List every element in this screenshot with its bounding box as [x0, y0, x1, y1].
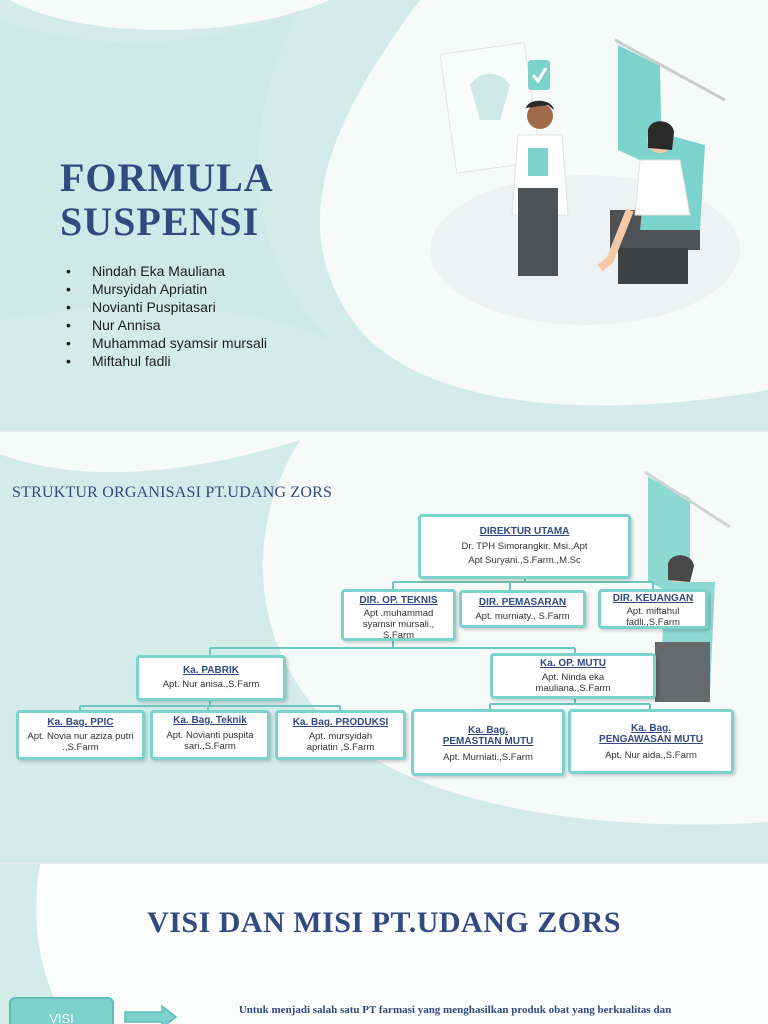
org-box-dir-pemasaran: DIR. PEMASARAN Apt. murniaty., S.Farm [459, 590, 586, 628]
background-wave [0, 864, 70, 1024]
visi-misi-title: VISI DAN MISI PT.UDANG ZORS [147, 906, 621, 939]
org-box-direktur-utama: DIREKTUR UTAMA Dr. TPH Simorangkir. Msi.… [418, 514, 631, 579]
org-box-title: DIR. KEUANGAN [612, 593, 694, 604]
org-box-ka-bag-ppic: Ka. Bag. PPIC Apt. Novia nur aziza putri… [16, 710, 145, 760]
list-item: Nindah Eka Mauliana [66, 262, 267, 280]
slide-visi-misi: VISI DAN MISI PT.UDANG ZORS VISI Untuk m… [0, 864, 768, 1024]
list-item: Mursyidah Apriatin [66, 280, 267, 298]
org-box-name: Dr. TPH Simorangkir. Msi.,Apt [461, 541, 588, 552]
org-box-name: Apt .muhammad syamsir mursali., S.Farm [362, 608, 435, 641]
org-box-name: Apt. murniaty., S.Farm [475, 611, 570, 622]
org-box-name: Apt. Ninda eka mauliana.,S.Farm [535, 672, 611, 694]
org-box-title: Ka. Bag. PRODUKSI [292, 717, 389, 728]
org-box-title: DIR. PEMASARAN [478, 597, 567, 608]
org-chart-title: STRUKTUR ORGANISASI PT.UDANG ZORS [12, 484, 333, 501]
org-box-ka-bag-pemastian-mutu: Ka. Bag. PEMASTIAN MUTU Apt. Murniati.,S… [411, 709, 565, 776]
org-box-title: Ka. Bag. PPIC [47, 717, 114, 728]
list-item: Muhammad syamsir mursali [66, 334, 267, 352]
org-box-name: Apt. Novia nur aziza putri .,S.Farm [27, 731, 134, 753]
org-box-dir-op-teknis: DIR. OP. TEKNIS Apt .muhammad syamsir mu… [341, 589, 456, 641]
org-box-title: DIR. OP. TEKNIS [359, 595, 438, 606]
check-icon [528, 60, 550, 90]
visi-statement: Untuk menjadi salah satu PT farmasi yang… [238, 1004, 672, 1016]
slide-title: FORMULA SUSPENSI Nindah Eka Mauliana Mur… [0, 0, 768, 432]
arrow-right-icon [124, 1004, 178, 1024]
visi-label-box: VISI [9, 997, 114, 1024]
org-box-title: Ka. PABRIK [183, 665, 239, 676]
list-item: Miftahul fadli [66, 352, 267, 370]
patient-figure [597, 121, 691, 272]
org-box-ka-bag-teknik: Ka. Bag. Teknik Apt. Novianti puspita sa… [150, 710, 270, 760]
doctor-patient-illustration [430, 38, 740, 325]
member-list: Nindah Eka Mauliana Mursyidah Apriatin N… [66, 262, 267, 370]
title-line-1: FORMULA [60, 155, 274, 200]
doctor-figure [511, 100, 569, 276]
anatomy-poster [439, 42, 542, 174]
org-box-ka-op-mutu: Ka. OP. MUTU Apt. Ninda eka mauliana.,S.… [490, 653, 656, 699]
presentation-title: FORMULA SUSPENSI [60, 156, 360, 244]
org-box-ka-pabrik: Ka. PABRIK Apt. Nur anisa.,S.Farm [136, 655, 286, 701]
org-box-name: Apt Suryani.,S.Farm.,M.Sc [468, 555, 581, 566]
title-line-2: SUSPENSI [60, 199, 260, 244]
org-box-title: Ka. OP. MUTU [540, 658, 606, 669]
org-connectors [79, 577, 654, 712]
org-box-name: Apt. Nur aida.,S.Farm [605, 750, 697, 761]
org-box-ka-bag-pengawasan-mutu: Ka. Bag. PENGAWASAN MUTU Apt. Nur aida.,… [568, 709, 734, 774]
list-item: Novianti Puspitasari [66, 298, 267, 316]
slide-org-structure: STRUKTUR ORGANISASI PT.UDANG ZORS DIREKT… [0, 432, 768, 864]
org-box-title: Ka. Bag. Teknik [173, 715, 247, 726]
org-box-title: Ka. Bag. PENGAWASAN MUTU [599, 723, 703, 745]
org-box-name: Apt. Murniati.,S.Farm [443, 752, 533, 763]
org-box-name: Apt. Novianti puspita sari.,S.Farm [166, 730, 254, 752]
org-box-name: Apt. Nur anisa.,S.Farm [162, 679, 260, 690]
org-box-title: Ka. Bag. PEMASTIAN MUTU [442, 725, 534, 747]
list-item: Nur Annisa [66, 316, 267, 334]
org-box-title: DIREKTUR UTAMA [479, 526, 570, 537]
org-box-dir-keuangan: DIR. KEUANGAN Apt. miftahul fadli.,S.Far… [598, 589, 708, 629]
org-box-name: Apt. mursyidah apriatin ,S.Farm [306, 731, 375, 753]
org-box-name: Apt. miftahul fadli.,S.Farm [626, 606, 680, 628]
org-box-ka-bag-produksi: Ka. Bag. PRODUKSI Apt. mursyidah apriati… [275, 710, 406, 760]
